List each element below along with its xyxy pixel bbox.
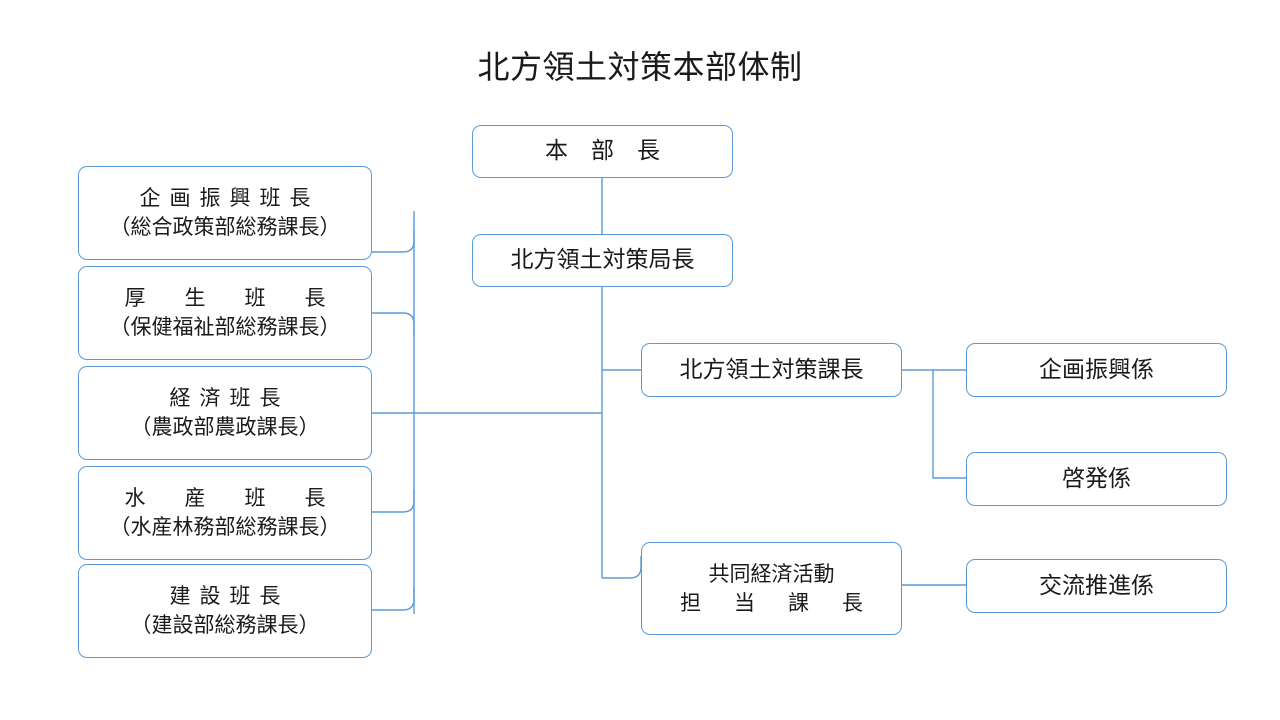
edge-bus-kosei-han: [372, 312, 415, 335]
node-kikaku-shinko-hancho-title: 企画振興班長: [139, 186, 320, 210]
edge-trunk-kyodo-kacho: [602, 556, 642, 579]
node-kacho-label: 北方領土対策課長: [679, 356, 864, 383]
node-kosei-hancho-dept: （保健福祉部総務課長）: [109, 315, 341, 339]
node-kosei-hancho[interactable]: 厚 生 班 長 （保健福祉部総務課長）: [78, 266, 372, 360]
edge-bus-kensetsu-han: [372, 588, 415, 611]
node-kikaku-shinko-kakari-label: 企画振興係: [1039, 356, 1154, 383]
node-kyokucho-label: 北方領土対策局長: [510, 247, 695, 273]
node-kosei-hancho-title: 厚 生 班 長: [124, 286, 335, 310]
node-keihatsu-kakari[interactable]: 啓発係: [966, 452, 1227, 506]
node-kyodo-kacho-line2: 担 当 課 長: [680, 590, 869, 615]
node-keihatsu-kakari-label: 啓発係: [1062, 465, 1131, 492]
node-hoppou-ryodo-taisaku-kyokucho[interactable]: 北方領土対策局長: [472, 234, 733, 287]
node-kensetsu-hancho-title: 建設班長: [169, 584, 290, 608]
edge-kacho-keihatsu: [932, 370, 966, 479]
node-kyodo-keizai-katsudo-tanto-kacho[interactable]: 共同経済活動 担 当 課 長: [641, 542, 902, 635]
node-suisan-hancho[interactable]: 水 産 班 長 （水産林務部総務課長）: [78, 466, 372, 560]
node-suisan-hancho-title: 水 産 班 長: [124, 486, 335, 510]
node-kikaku-shinko-kakari[interactable]: 企画振興係: [966, 343, 1227, 397]
node-kensetsu-hancho-dept: （建設部総務課長）: [130, 613, 320, 637]
node-kikaku-shinko-hancho-dept: （総合政策部総務課長）: [109, 215, 341, 239]
node-koryu-suishin-kakari[interactable]: 交流推進係: [966, 559, 1227, 613]
node-suisan-hancho-dept: （水産林務部総務課長）: [109, 515, 341, 539]
page-title: 北方領土対策本部体制: [477, 48, 803, 86]
node-honbucho[interactable]: 本 部 長: [472, 125, 733, 178]
node-kensetsu-hancho[interactable]: 建設班長 （建設部総務課長）: [78, 564, 372, 658]
node-koryu-suishin-kakari-label: 交流推進係: [1039, 572, 1154, 599]
edge-bus-kikaku-han: [372, 230, 415, 253]
node-hoppou-ryodo-taisaku-kacho[interactable]: 北方領土対策課長: [641, 343, 902, 397]
node-keizai-hancho-dept: （農政部農政課長）: [130, 415, 320, 439]
node-honbucho-label: 本 部 長: [545, 138, 660, 164]
node-keizai-hancho-title: 経済班長: [169, 386, 290, 410]
node-kyodo-kacho-line1: 共同経済活動: [708, 561, 835, 586]
node-kikaku-shinko-hancho[interactable]: 企画振興班長 （総合政策部総務課長）: [78, 166, 372, 260]
node-keizai-hancho[interactable]: 経済班長 （農政部農政課長）: [78, 366, 372, 460]
edge-bus-suisan-han: [372, 490, 415, 513]
